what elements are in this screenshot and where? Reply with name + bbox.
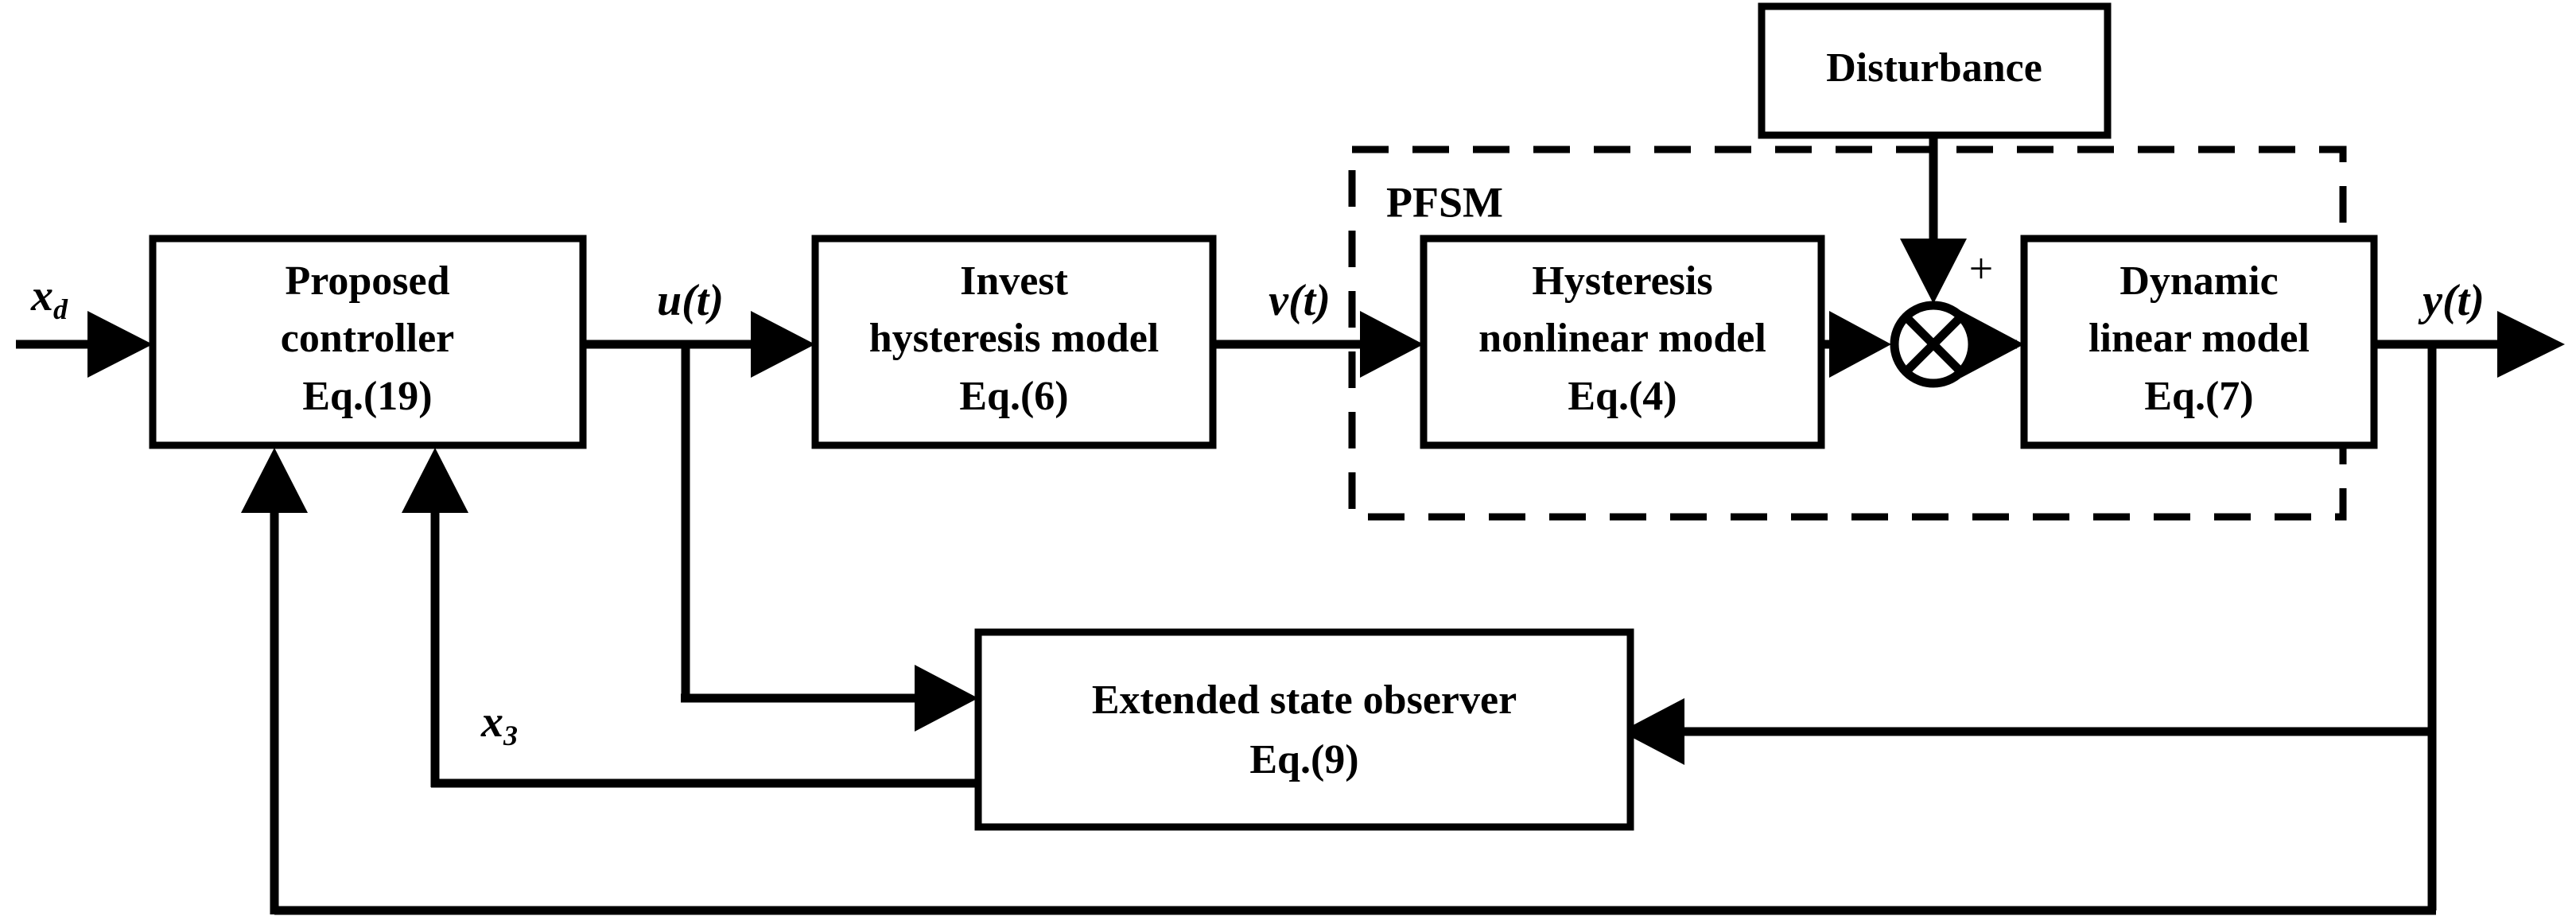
summing-junction[interactable] [1890,301,1977,388]
invest-hysteresis-line2: hysteresis model [869,316,1159,361]
invest-hysteresis-line3: Eq.(6) [959,374,1068,419]
hysteresis-nonlinear-box[interactable] [1420,235,1825,449]
block-extended-state-observer[interactable]: Extended state observer Eq.(9) [974,628,1634,831]
wire-u-to-invest [583,311,815,378]
wire-reference-input [16,311,153,378]
arrow-head-icon [1621,698,1684,765]
arrow-head-icon [1829,311,1891,378]
dynamic-linear-box[interactable] [2020,235,2378,449]
block-proposed-controller[interactable]: Proposed controller Eq.(19) [149,235,587,449]
wire-output [2374,311,2565,378]
wire-x3-feedback-to-controller [402,448,978,788]
arrow-head-icon [241,448,308,513]
signal-label-state-estimate: x3 [480,697,518,751]
signal-label-reference: xd [30,271,68,325]
dynamic-linear-line3: Eq.(7) [2144,374,2253,419]
dynamic-linear-line2: linear model [2088,316,2310,361]
block-disturbance[interactable]: Disturbance [1758,2,2112,139]
reference-subscript: d [53,293,68,325]
hysteresis-nonlinear-line3: Eq.(4) [1568,374,1677,419]
block-invest-hysteresis-model[interactable]: Invest hysteresis model Eq.(6) [811,235,1217,449]
svg-text:xd: xd [30,271,68,325]
wire-sum-to-dynamic [1961,311,2024,378]
signal-label-control: u(t) [657,276,724,325]
invest-hysteresis-line1: Invest [960,258,1068,304]
wire-hysteresis-to-sum [1821,311,1891,378]
proposed-controller-line2: controller [281,316,455,361]
proposed-controller-box[interactable] [149,235,587,449]
invest-hysteresis-box[interactable] [811,235,1217,449]
arrow-head-icon [402,448,468,513]
proposed-controller-line3: Eq.(19) [302,374,432,419]
block-dynamic-linear-model[interactable]: Dynamic linear model Eq.(7) [2020,235,2378,449]
arrow-head-icon [2497,311,2565,378]
disturbance-label: Disturbance [1826,45,2042,91]
reference-base: x [30,271,53,320]
dynamic-linear-line1: Dynamic [2119,258,2278,304]
summing-junction-plus-sign: + [1969,244,1993,292]
disturbance-box[interactable] [1758,2,2112,139]
wire-u-branch-to-observer [681,344,978,732]
wire-disturbance-to-sum [1900,135,1967,304]
signal-label-actuator: v(t) [1269,276,1331,325]
state-estimate-subscript: 3 [503,720,518,751]
svg-text:x3: x3 [480,697,518,751]
pfsm-group-label: PFSM [1386,178,1503,226]
block-hysteresis-nonlinear-model[interactable]: Hysteresis nonlinear model Eq.(4) [1420,235,1825,449]
wire-v-to-hysteresis [1213,311,1424,378]
arrow-head-icon [1360,311,1424,378]
arrow-head-icon [1900,239,1967,304]
wire-y-feedback-to-observer [1621,344,2437,765]
hysteresis-nonlinear-line1: Hysteresis [1532,258,1712,304]
arrow-head-icon [1961,311,2024,378]
proposed-controller-line1: Proposed [285,258,449,304]
hysteresis-nonlinear-line2: nonlinear model [1478,316,1766,361]
extended-state-observer-box[interactable] [974,628,1634,831]
state-estimate-base: x [480,697,503,747]
arrow-head-icon [751,311,815,378]
extended-state-observer-line1: Extended state observer [1092,677,1517,723]
extended-state-observer-line2: Eq.(9) [1249,737,1358,782]
arrow-head-icon [87,311,153,378]
wire-y-feedback-to-controller [241,448,2437,915]
arrow-head-icon [915,665,978,732]
signal-label-output: y(t) [2418,276,2485,325]
